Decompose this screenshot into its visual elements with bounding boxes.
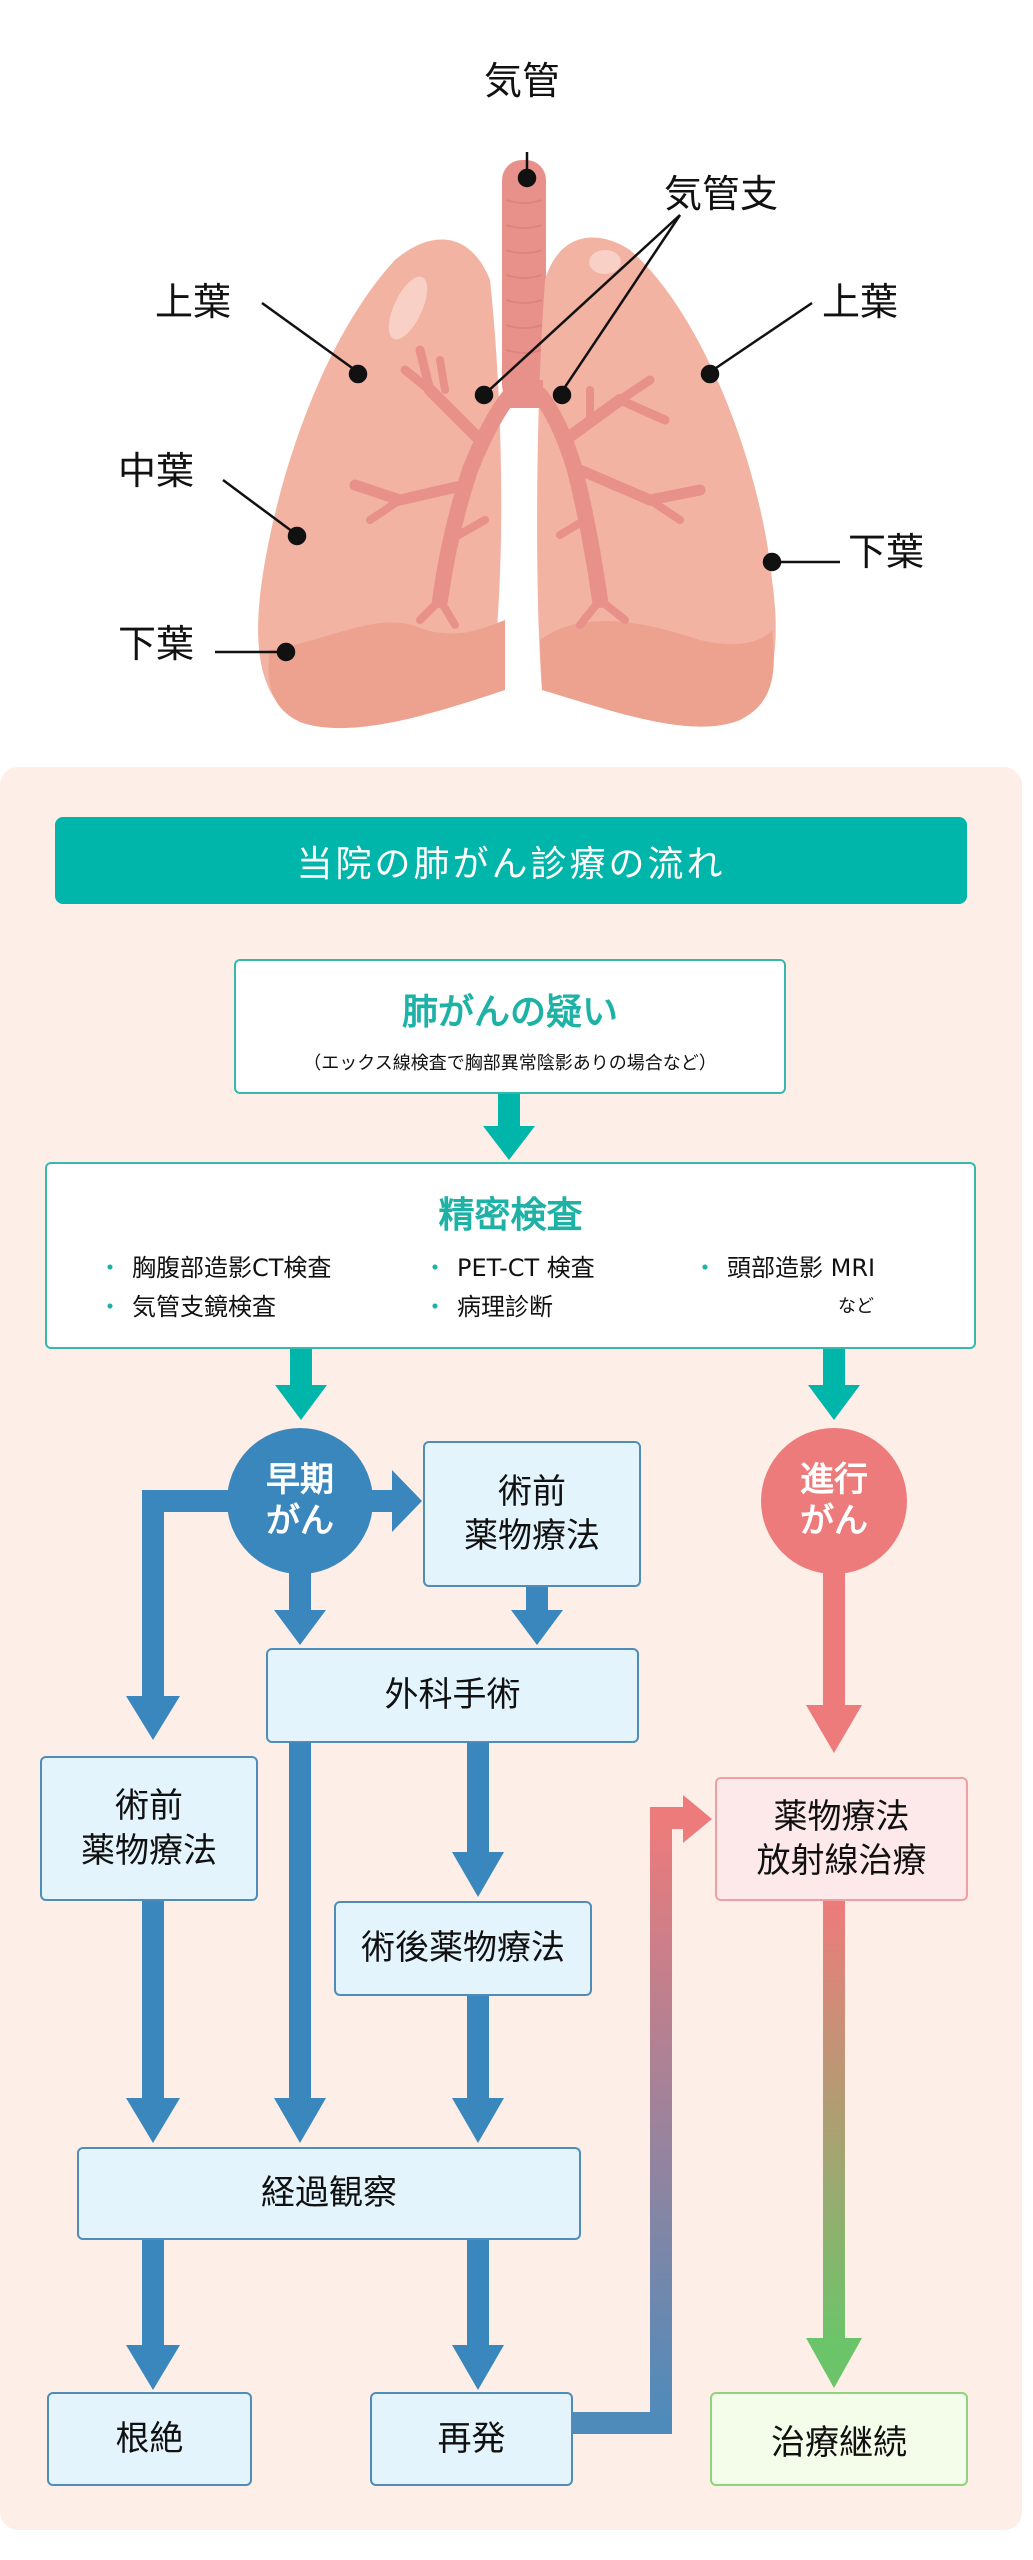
label-lower-lobe-left: 下葉 [118, 622, 195, 666]
early-stage-circle: 早期がん [227, 1428, 373, 1574]
observation-box: 経過観察 [77, 2147, 581, 2240]
suspicion-box: 肺がんの疑い （エックス線検査で胸部異常陰影ありの場合など） [234, 959, 786, 1094]
preop-drug-therapy-box-right: 術前薬物療法 [423, 1441, 641, 1587]
exam-item: ・気管支鏡検査 [98, 1293, 276, 1321]
exam-item: ・PET-CT 検査 [423, 1254, 595, 1282]
label-bronchi: 気管支 [664, 172, 779, 216]
exam-etc: など [838, 1296, 874, 1317]
flow-title: 当院の肺がん診療の流れ [55, 817, 967, 904]
suspicion-note: （エックス線検査で胸部異常陰影ありの場合など） [303, 1053, 717, 1074]
exam-title: 精密検査 [438, 1195, 583, 1236]
label-trachea: 気管 [484, 59, 561, 103]
recurrence-box: 再発 [370, 2392, 573, 2486]
drug-radiation-therapy-box: 薬物療法放射線治療 [715, 1777, 968, 1901]
surgery-box: 外科手術 [266, 1648, 639, 1743]
preop-drug-therapy-box-left: 術前薬物療法 [40, 1756, 258, 1901]
exam-item: ・胸腹部造影CT検査 [98, 1254, 332, 1282]
exam-item: ・病理診断 [423, 1293, 553, 1321]
exam-item: ・頭部造影 MRI [693, 1254, 876, 1282]
postop-drug-therapy-box: 術後薬物療法 [334, 1901, 592, 1996]
treatment-continuation-box: 治療継続 [710, 2392, 968, 2486]
label-upper-lobe-right: 上葉 [822, 280, 899, 324]
label-upper-lobe-left: 上葉 [155, 280, 232, 324]
label-middle-lobe: 中葉 [118, 449, 195, 493]
lung-anatomy-illustration [215, 152, 840, 729]
trachea-shape [502, 160, 546, 405]
detailed-exam-box: 精密検査 [45, 1162, 976, 1349]
advanced-stage-circle: 進行がん [761, 1428, 907, 1574]
label-lower-lobe-right: 下葉 [848, 530, 925, 574]
suspicion-title: 肺がんの疑い [401, 992, 618, 1033]
cure-box: 根絶 [47, 2392, 252, 2486]
